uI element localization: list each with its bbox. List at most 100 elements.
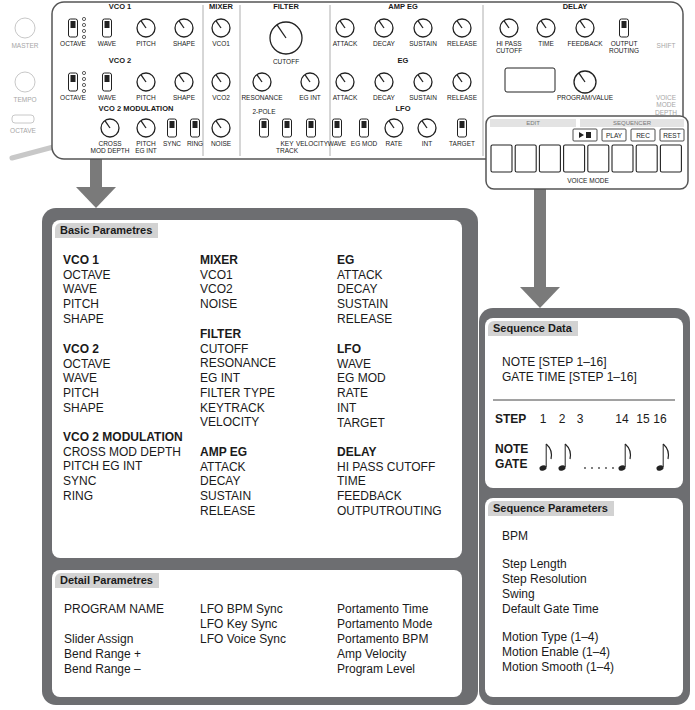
control-label: SUSTAIN: [409, 94, 437, 102]
parameter-name: WAVE: [63, 282, 97, 296]
control-label: HI PASS CUTOFF: [489, 40, 529, 55]
parameter-name: INT: [337, 401, 356, 415]
parameter-name: RELEASE: [200, 504, 255, 518]
section-label: LFO: [396, 105, 411, 114]
parameter-name: OCTAVE: [63, 268, 111, 282]
toggle-switch: [458, 119, 467, 137]
control-label: RELEASE: [447, 40, 477, 48]
parameter-name: PITCH: [63, 297, 99, 311]
note-symbol: [558, 444, 571, 472]
parameter-name: SUSTAIN: [200, 489, 251, 503]
toggle-switch: [69, 19, 78, 37]
control-label: ATTACK: [333, 40, 358, 48]
toggle-switch: [333, 119, 342, 137]
gap-dot: [591, 467, 593, 469]
knob: [137, 119, 155, 137]
parameter-name: Default Gate Time: [502, 602, 599, 616]
control-label: PROGRAM/VALUE: [557, 94, 613, 102]
parameter-name: 3: [577, 412, 584, 426]
control-label: VCO1: [212, 40, 230, 48]
sequencer-button: [631, 129, 655, 141]
parameter-box: Basic ParametresVCO 1OCTAVEWAVEPITCHSHAP…: [52, 220, 462, 558]
group-heading: NOTE: [495, 442, 528, 456]
control-label: WAVE: [98, 40, 116, 48]
sequencer-button: [602, 129, 626, 141]
rule-line: [493, 400, 675, 401]
step-key: [588, 145, 609, 172]
section-label: VCO 2 MODULATION: [99, 105, 174, 114]
parameter-name: GATE TIME [STEP 1–16]: [502, 370, 637, 384]
control-label: SUSTAIN: [409, 40, 437, 48]
parameter-name: LFO Key Sync: [200, 617, 277, 631]
octave-led: [82, 71, 85, 74]
ghost-label: VOICE MODE DEPTH: [646, 94, 686, 117]
parameter-name: SYNC: [63, 474, 96, 488]
parameter-name: SHAPE: [63, 312, 104, 326]
control-label: VCO2: [212, 94, 230, 102]
step-key: [491, 145, 512, 172]
gap-dot: [598, 467, 600, 469]
knob: [270, 22, 302, 54]
control-label: CUTOFF: [273, 58, 299, 66]
control-label: OUTPUT ROUTING: [604, 40, 644, 55]
control-label: PITCH: [136, 40, 156, 48]
parameter-name: DECAY: [200, 474, 240, 488]
parameter-name: Amp Velocity: [337, 647, 406, 661]
octave-led: [82, 29, 85, 32]
group-heading: VCO 2 MODULATION: [63, 430, 183, 444]
sequencer-button: [573, 129, 597, 141]
control-label: PLAY: [606, 132, 622, 140]
knob: [500, 19, 518, 37]
parameter-name: OCTAVE: [63, 357, 111, 371]
ghost-knob: [15, 18, 35, 38]
knob: [175, 19, 193, 37]
ghost-label: TEMPO: [13, 96, 36, 104]
knob: [212, 73, 230, 91]
group-heading: EG: [337, 253, 354, 267]
parameter-name: SHAPE: [63, 401, 104, 415]
control-label: WAVE: [328, 140, 346, 148]
parameter-box: Detail ParametresPROGRAM NAMESlider Assi…: [52, 570, 462, 697]
parameter-name: TARGET: [337, 416, 385, 430]
parameter-name: Motion Type (1–4): [502, 630, 599, 644]
section-label: VCO 1: [109, 3, 132, 12]
box-heading: Sequence Data: [488, 321, 578, 336]
ghost-label: OCTAVE: [10, 127, 36, 135]
display: [505, 68, 555, 92]
sequencer-section: [486, 116, 688, 189]
control-label: PITCH: [136, 94, 156, 102]
control-label: EG INT: [299, 94, 321, 102]
edit-bar: [490, 119, 576, 127]
toggle-switch: [69, 73, 78, 91]
parameter-name: CROSS MOD DEPTH: [63, 445, 181, 459]
note-symbol: [656, 444, 669, 472]
parameter-name: EG MOD: [337, 371, 386, 385]
parameter-name: SUSTAIN: [337, 297, 388, 311]
gap-dot: [612, 467, 614, 469]
parameter-name: Step Length: [502, 557, 567, 571]
knob: [336, 73, 354, 91]
section-divider: [240, 5, 241, 156]
octave-led: [82, 89, 85, 92]
box-heading: Basic Parametres: [55, 223, 158, 238]
parameter-name: 1: [540, 412, 547, 426]
parameter-name: Swing: [502, 587, 535, 601]
gap-dot: [584, 467, 586, 469]
parameter-name: WAVE: [63, 371, 97, 385]
parameter-name: RESONANCE: [200, 356, 276, 370]
group-heading: VCO 1: [63, 253, 99, 267]
control-label: WAVE: [98, 94, 116, 102]
ghost-switch: [12, 115, 34, 123]
parameter-name: RELEASE: [337, 312, 392, 326]
parameter-name: RATE: [337, 386, 368, 400]
parameter-name: Portamento Time: [337, 602, 428, 616]
parameter-name: PITCH: [63, 386, 99, 400]
parameter-name: Slider Assign: [64, 632, 133, 646]
step-key: [564, 145, 585, 172]
step-key: [515, 145, 536, 172]
parameter-name: Step Resolution: [502, 572, 587, 586]
section-divider: [330, 5, 331, 156]
knob: [385, 119, 403, 137]
play-stop-icon: [579, 132, 591, 138]
